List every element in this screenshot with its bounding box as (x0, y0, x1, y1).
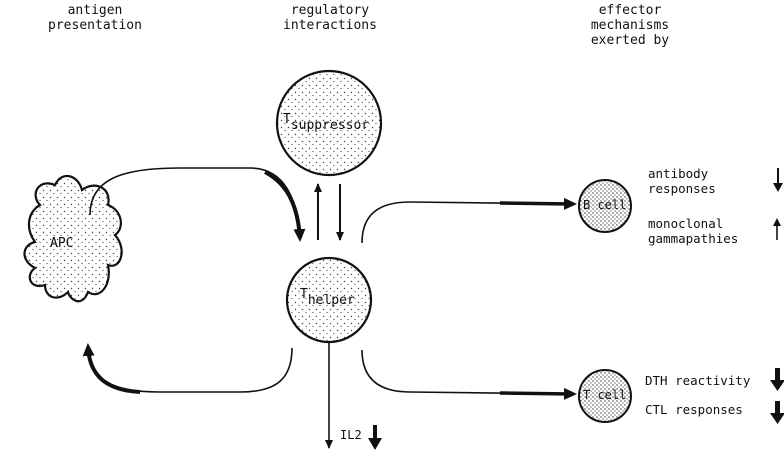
dth-reactivity-label: DTH reactivity (645, 373, 750, 388)
t-suppressor-sub: suppressor (291, 118, 369, 133)
il2-decrease-arrow (368, 425, 382, 450)
il2-label: IL2 (340, 428, 362, 443)
antibody-decrease-arrow (773, 168, 783, 192)
thelper-to-tcell-arrow (362, 350, 575, 394)
t-suppressor-main: T (283, 112, 291, 127)
antibody-responses-label: antibody responses (648, 166, 716, 196)
gammapathies-increase-arrow (773, 218, 781, 240)
t-helper-label: Thelper (300, 287, 355, 302)
header-antigen-presentation: antigen presentation (30, 3, 160, 33)
apc-to-thelper-arrow (90, 168, 300, 240)
header-regulatory-interactions: regulatory interactions (270, 3, 390, 33)
ctl-responses-label: CTL responses (645, 402, 743, 417)
dth-decrease-arrow (770, 368, 784, 391)
header-effector-mechanisms: effector mechanisms exerted by (570, 3, 690, 48)
apc-label: APC (50, 236, 73, 251)
thelper-to-apc-arrow (88, 345, 292, 392)
t-helper-main: T (300, 287, 308, 302)
monoclonal-gammapathies-label: monoclonal gammapathies (648, 216, 738, 246)
b-cell-label: B cell (583, 198, 626, 212)
ctl-decrease-arrow (770, 401, 784, 424)
t-suppressor-label: Tsuppressor (283, 112, 369, 127)
t-helper-sub: helper (308, 293, 355, 308)
thelper-to-bcell-arrow (362, 202, 575, 243)
t-cell-label: T cell (583, 388, 626, 402)
